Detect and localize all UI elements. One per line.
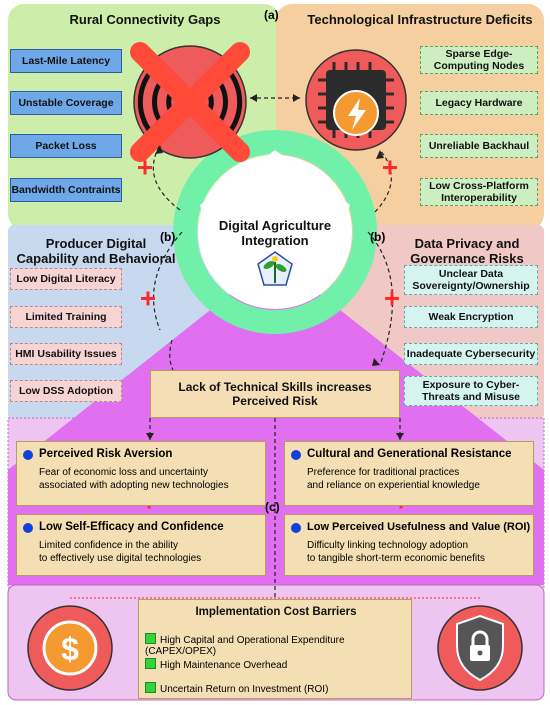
tech-item: Low Cross-Platform Interoperability	[420, 178, 538, 206]
red-x-icon	[130, 42, 250, 162]
rural-item: Bandwidth Contraints	[10, 178, 122, 202]
risk-box: Lack of Technical Skills increases Perce…	[150, 370, 400, 418]
producer-item: HMI Usability Issues	[10, 343, 122, 365]
tech-item: Sparse Edge-Computing Nodes	[420, 46, 538, 74]
cost-panel: Implementation Cost Barriers High Capita…	[138, 599, 412, 699]
factor-body-line: to tangible short-term economic benefits	[307, 553, 485, 564]
dollar-coin-icon: $	[27, 605, 113, 691]
funnel-shape	[8, 288, 544, 585]
green-square-icon	[145, 658, 156, 669]
center-pentagon	[200, 150, 350, 292]
factor-cultural-resistance: Cultural and Generational Resistance Pre…	[284, 441, 534, 506]
factor-body: Fear of economic loss and uncertainty ass…	[39, 466, 229, 492]
cost-item-label: High Capital and Operational Expenditure…	[145, 635, 345, 657]
privacy-item: Exposure to Cyber-Threats and Misuse	[404, 376, 538, 406]
green-square-icon	[145, 633, 156, 644]
cost-item: Uncertain Return on Investment (ROI)	[145, 682, 328, 695]
center-title: Digital Agriculture Integration	[218, 218, 332, 248]
factor-perceived-usefulness: Low Perceived Usefulness and Value (ROI)…	[284, 514, 534, 576]
privacy-title: Data Privacy and Governance Risks	[410, 236, 524, 266]
cost-title: Implementation Cost Barriers	[195, 606, 357, 618]
cost-item-label: High Maintenance Overhead	[160, 660, 288, 671]
factor-body-line: Limited confidence in the ability	[39, 540, 178, 551]
shield-lock-icon	[437, 605, 523, 691]
green-square-icon	[145, 682, 156, 693]
tag-c: (c)	[265, 500, 280, 514]
factor-body: Difficulty linking technology adoption to…	[307, 539, 485, 565]
bullet-dot	[23, 523, 33, 533]
factor-body-line: Fear of economic loss and uncertainty	[39, 467, 208, 478]
rural-item: Packet Loss	[10, 134, 122, 158]
cost-item: High Capital and Operational Expenditure…	[145, 633, 411, 657]
factor-body-line: Preference for traditional practices	[307, 467, 460, 478]
svg-text:$: $	[61, 631, 79, 667]
tech-item: Legacy Hardware	[420, 91, 538, 115]
factor-body-line: associated with adopting new technologie…	[39, 480, 229, 491]
rural-item: Last-Mile Latency	[10, 49, 122, 73]
producer-item: Low DSS Adoption	[10, 380, 122, 402]
rural-title: Rural Connectivity Gaps	[69, 12, 221, 27]
factor-risk-aversion: Perceived Risk Aversion Fear of economic…	[16, 441, 266, 506]
tech-item: Unreliable Backhaul	[420, 134, 538, 158]
factor-title: Cultural and Generational Resistance	[307, 448, 512, 460]
factor-title: Low Perceived Usefulness and Value (ROI)	[307, 521, 531, 533]
tag-b-left: (b)	[160, 230, 176, 244]
factor-body-line: and reliance on experiential knowledge	[307, 480, 480, 491]
cost-item: High Maintenance Overhead	[145, 658, 287, 671]
arrow-heads	[146, 94, 404, 440]
cpu-chip-icon	[305, 49, 407, 151]
lightning-bolt-icon	[348, 98, 366, 130]
connector-arrows	[149, 97, 401, 598]
factor-body: Preference for traditional practices and …	[307, 466, 480, 492]
factor-title: Low Self-Efficacy and Confidence	[39, 521, 224, 533]
privacy-item: Unclear Data Sovereignty/Ownership	[404, 265, 538, 295]
tag-a: (a)	[264, 8, 279, 22]
tag-b-right: (b)	[370, 230, 386, 244]
factor-body-line: to effectively use digital technologies	[39, 553, 202, 564]
factor-body-line: Difficulty linking technology adoption	[307, 540, 469, 551]
factor-title: Perceived Risk Aversion	[39, 448, 173, 460]
center-ring	[173, 130, 377, 334]
tech-title: Technological Infrastructure Deficits	[307, 12, 533, 27]
producer-item: Low Digital Literacy	[10, 268, 122, 290]
privacy-item: Inadequate Cybersecurity	[404, 343, 538, 365]
producer-item: Limited Training	[10, 306, 122, 328]
plant-leaf-icon	[257, 251, 293, 286]
cost-item-label: Uncertain Return on Investment (ROI)	[160, 684, 329, 695]
bullet-dot	[23, 450, 33, 460]
bullet-dot	[291, 450, 301, 460]
factor-body: Limited confidence in the ability to effe…	[39, 539, 201, 565]
rural-item: Unstable Coverage	[10, 91, 122, 115]
bullet-dot	[291, 523, 301, 533]
privacy-item: Weak Encryption	[404, 306, 538, 328]
factor-self-efficacy: Low Self-Efficacy and Confidence Limited…	[16, 514, 266, 576]
